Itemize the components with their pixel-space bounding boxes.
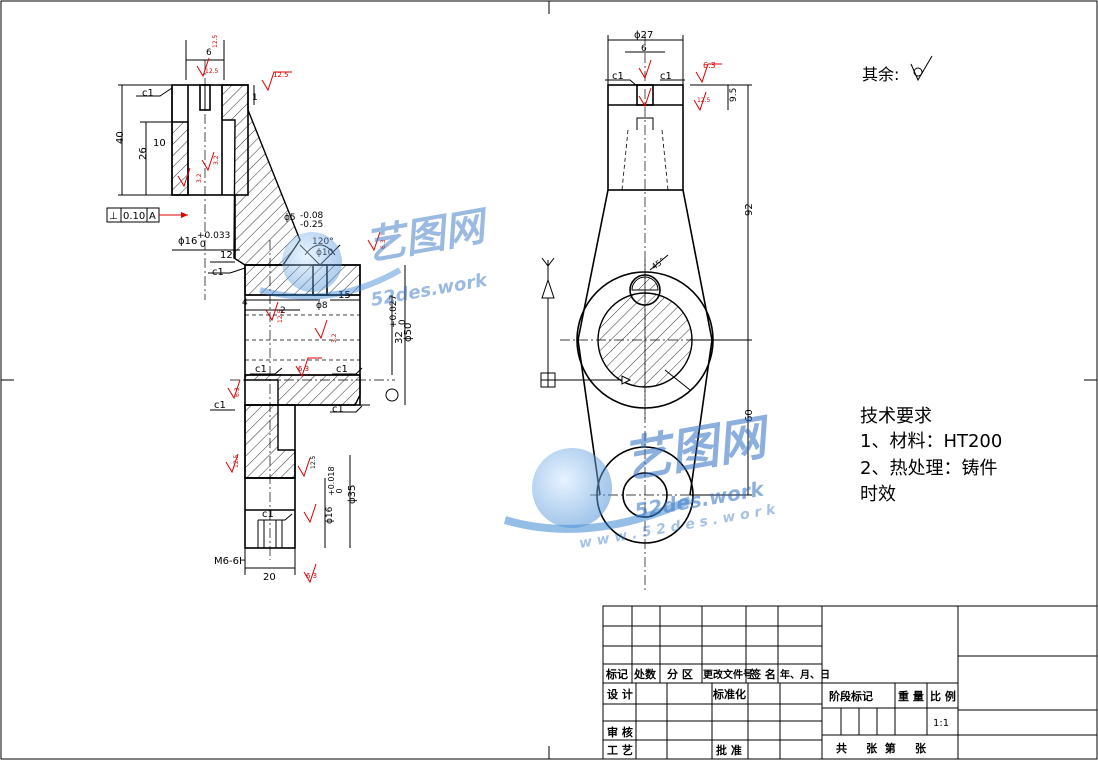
other-surfaces-note: 其余: bbox=[862, 65, 899, 84]
roughness-label: 6.3 bbox=[234, 387, 241, 397]
dim-32: 32 bbox=[394, 331, 405, 344]
left-section-view bbox=[106, 40, 406, 584]
roughness-label: 6.3 bbox=[306, 572, 317, 580]
chamfer-c1-right-b: c1 bbox=[660, 71, 672, 82]
title-block-labels: 标记 处数 分 区 更改文件号 签 名 年、月、日 设 计 标准化 阶段标记 重… bbox=[605, 667, 956, 757]
dim-92: 92 bbox=[744, 203, 755, 216]
roughness-label: 6.3 bbox=[298, 365, 309, 373]
tech-line-2: 2、热处理：铸件 bbox=[860, 458, 997, 479]
notes: 其余: 技术要求 1、材料：HT200 2、热处理：铸件 时效 bbox=[860, 55, 1002, 505]
dim-phi8: ϕ8 bbox=[316, 301, 328, 311]
dim-26: 26 bbox=[138, 147, 149, 160]
tb-count: 处数 bbox=[633, 667, 657, 681]
roughness-label: 3.2 bbox=[213, 155, 220, 165]
dim-phi16: ϕ16 bbox=[178, 236, 197, 247]
tb-standardize: 标准化 bbox=[712, 687, 746, 701]
dim-2: 2 bbox=[280, 306, 286, 316]
roughness-label: 3.2 bbox=[331, 333, 338, 343]
dim-4: 4 bbox=[242, 298, 248, 308]
tech-requirements-title: 技术要求 bbox=[860, 406, 932, 427]
tb-design: 设 计 bbox=[607, 687, 633, 701]
dim-15: 15 bbox=[338, 290, 351, 301]
chamfer-c1-b: c1 bbox=[212, 267, 224, 278]
dim-phi35: ϕ35 bbox=[347, 485, 358, 504]
globe-logo bbox=[282, 232, 342, 292]
tb-mark: 标记 bbox=[605, 667, 628, 681]
watermark-brand: 艺图网 bbox=[362, 203, 494, 270]
tb-stage-mark: 阶段标记 bbox=[829, 689, 873, 703]
roughness-label: 12.5 bbox=[205, 68, 219, 75]
roughness-label: 12.5 bbox=[697, 97, 711, 104]
tb-zone: 分 区 bbox=[667, 667, 693, 681]
roughness-label: 12.5 bbox=[277, 309, 284, 323]
title-block bbox=[602, 605, 1098, 760]
dim-phi16b-tol: +0.018 0 bbox=[327, 466, 344, 496]
chamfer-c1-f: c1 bbox=[214, 400, 226, 411]
dim-12: 12 bbox=[220, 250, 233, 261]
roughness-any-icon bbox=[910, 55, 933, 82]
dim-phi5-tol: -0.08-0.25 bbox=[300, 211, 324, 230]
tb-scale: 比 例 bbox=[930, 689, 956, 703]
dim-6-top: 6 bbox=[206, 48, 212, 58]
watermark-2: 艺图网 52des.work w w w . 5 2 d e s . w o r… bbox=[503, 408, 778, 552]
roughness-label: 12.5 bbox=[212, 34, 219, 48]
chamfer-c1-g: c1 bbox=[262, 509, 274, 520]
tb-process: 工 艺 bbox=[607, 743, 633, 757]
dim-32-tol: +0.027 0 bbox=[389, 295, 408, 328]
right-front-view bbox=[540, 35, 752, 590]
geo-tol-value: 0.10 bbox=[123, 211, 145, 222]
roughness-label: 12.5 bbox=[273, 71, 289, 79]
tb-sheets: 共 张 第 张 bbox=[836, 741, 927, 755]
dim-60: 60 bbox=[744, 409, 755, 422]
tech-line-3: 时效 bbox=[860, 484, 896, 505]
tb-review: 审 核 bbox=[607, 725, 633, 739]
dim-6-right: 6 bbox=[641, 44, 647, 54]
dim-10: 10 bbox=[153, 138, 166, 149]
thread-m6: M6-6H bbox=[214, 556, 246, 567]
chamfer-c1-c: c1 bbox=[255, 364, 267, 375]
dim-phi16b: ϕ16 bbox=[325, 506, 335, 524]
dim-phi50: ϕ50 bbox=[403, 323, 414, 342]
roughness-label: 12.5 bbox=[233, 454, 240, 468]
geo-tol-datum: A bbox=[149, 211, 156, 222]
tb-date: 年、月、日 bbox=[780, 668, 830, 681]
chamfer-c1-right-a: c1 bbox=[612, 71, 624, 82]
tb-weight: 重 量 bbox=[898, 689, 924, 703]
tech-line-1: 1、材料：HT200 bbox=[860, 431, 1002, 452]
dim-phi27: ϕ27 bbox=[634, 30, 653, 41]
roughness-label: 6.3 bbox=[380, 239, 387, 249]
dim-20: 20 bbox=[263, 572, 276, 583]
roughness-label: 12.5 bbox=[310, 455, 317, 469]
tb-scale-value: 1:1 bbox=[933, 718, 949, 729]
roughness-label: 6.3 bbox=[703, 61, 716, 70]
chamfer-c1-e: c1 bbox=[332, 404, 344, 415]
left-view-labels: 6 c1 1 40 26 10 ϕ16 +0.033 0 12 c1 ϕ5 -0… bbox=[109, 34, 414, 583]
dim-40: 40 bbox=[115, 131, 126, 144]
dim-phi16-tol: +0.033 0 bbox=[197, 231, 230, 250]
roughness-label: 3.2 bbox=[196, 173, 203, 183]
geo-tol-symbol: ⊥ bbox=[109, 211, 118, 222]
globe-logo bbox=[532, 448, 612, 528]
chamfer-c1-d: c1 bbox=[336, 364, 348, 375]
tb-change-doc: 更改文件号 bbox=[703, 668, 753, 681]
dim-phi5: ϕ5 bbox=[284, 213, 296, 223]
dim-9-5: 9.5 bbox=[729, 88, 739, 102]
dim-1: 1 bbox=[252, 93, 258, 103]
tb-approve: 批 准 bbox=[716, 743, 742, 757]
chamfer-c1-a: c1 bbox=[142, 88, 154, 99]
tb-sign: 签 名 bbox=[749, 667, 776, 681]
